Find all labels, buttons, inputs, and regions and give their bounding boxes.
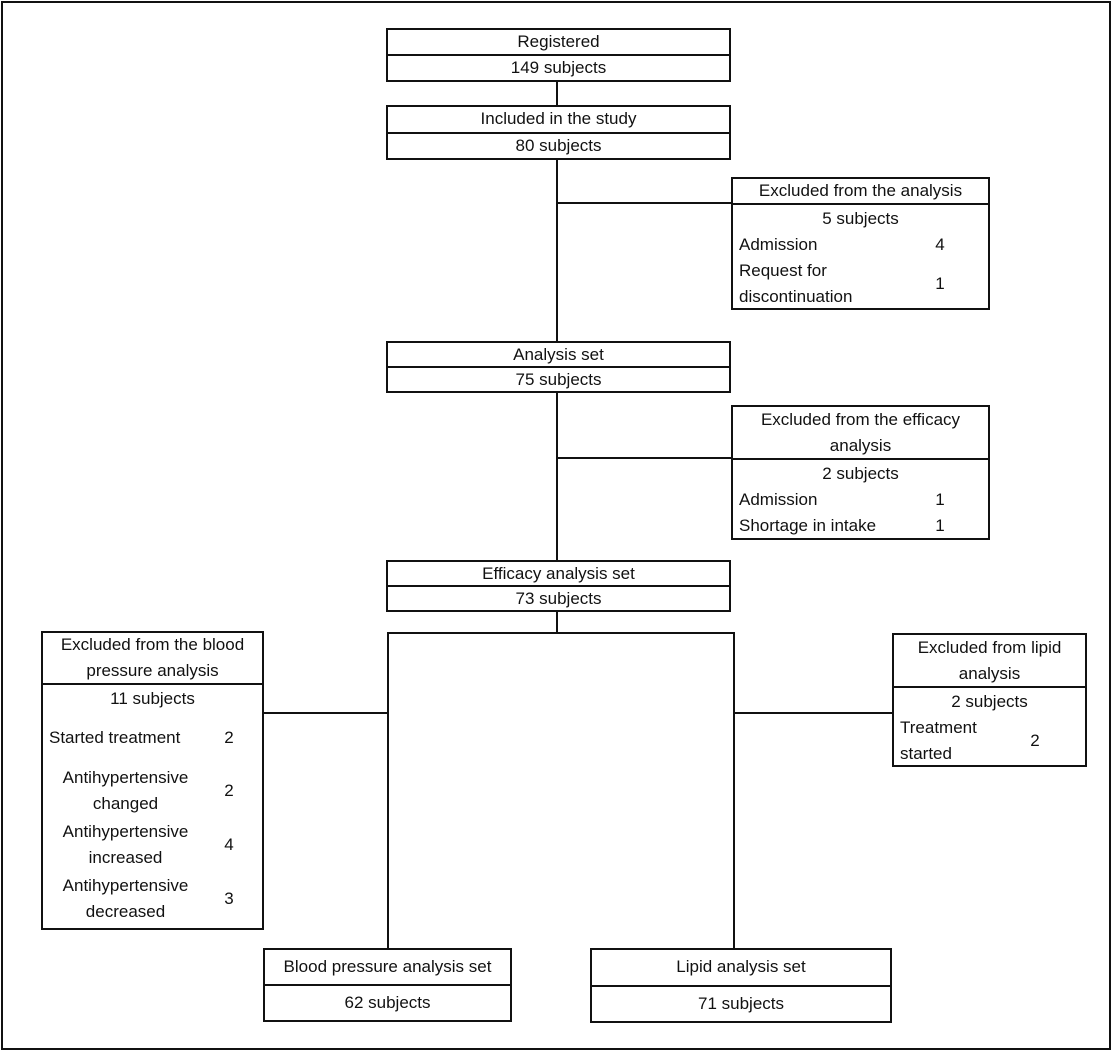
excluded-from-bp-title: Excluded from the blood pressure analysi…	[43, 633, 262, 685]
connector-stub-excluded-bp	[262, 712, 389, 714]
connector-registered-included	[556, 82, 558, 106]
reason-count: 1	[935, 274, 945, 293]
node-included-title: Included in the study	[388, 107, 729, 134]
excluded-from-analysis-total: 5 subjects	[822, 209, 899, 228]
excluded-from-analysis-title: Excluded from the analysis	[733, 179, 988, 205]
node-efficacy-set-value: 73 subjects	[515, 588, 602, 608]
connector-included-analysis	[556, 160, 558, 342]
connector-branch-right-vertical	[733, 632, 735, 948]
excluded-from-efficacy-body: 2 subjects Admission 1 Shortage in intak…	[733, 460, 988, 539]
reason-count: 1	[935, 516, 945, 535]
excluded-from-bp-body: 11 subjects Started treatment 2 Antihype…	[43, 685, 262, 928]
node-included: Included in the study 80 subjects	[386, 105, 731, 160]
excluded-from-bp-box: Excluded from the blood pressure analysi…	[41, 631, 264, 930]
exclusion-reason-row: Antihypertensive increased 4	[49, 818, 256, 872]
reason-count: 1	[935, 490, 945, 509]
exclusion-reason-row: Shortage in intake 1	[739, 513, 982, 539]
excluded-from-efficacy-total: 2 subjects	[822, 464, 899, 483]
node-registered-value: 149 subjects	[510, 58, 607, 77]
node-bp-set: Blood pressure analysis set 62 subjects	[263, 948, 512, 1022]
excluded-from-bp-total: 11 subjects	[110, 689, 195, 708]
node-analysis-set: Analysis set 75 subjects	[386, 341, 731, 393]
connector-branch-left-vertical	[387, 632, 389, 948]
node-lipid-set-value: 71 subjects	[698, 993, 784, 1013]
excluded-from-lipid-title: Excluded from lipid analysis	[894, 635, 1085, 688]
excluded-from-lipid-body: 2 subjects Treatment started 2	[894, 688, 1085, 767]
exclusion-reason-row: Admission 4	[739, 232, 982, 258]
excluded-from-efficacy-title: Excluded from the efficacy analysis	[733, 407, 988, 460]
reason-count: 2	[224, 728, 234, 747]
excluded-from-analysis-body: 5 subjects Admission 4 Request for disco…	[733, 205, 988, 310]
reason-label: Antihypertensive decreased	[62, 876, 189, 921]
exclusion-reason-row: Antihypertensive decreased 3	[49, 872, 256, 926]
reason-label: Shortage in intake	[739, 516, 877, 535]
reason-label: Admission	[739, 490, 818, 509]
connector-analysis-efficacy	[556, 392, 558, 562]
exclusion-reason-row: Admission 1	[739, 487, 982, 513]
reason-label: Request for discontinuation	[739, 261, 853, 306]
node-registered-title: Registered	[388, 30, 729, 56]
reason-label: Admission	[739, 235, 818, 254]
reason-count: 2	[224, 781, 234, 800]
connector-branch-horizontal	[387, 632, 735, 634]
reason-label: Antihypertensive increased	[62, 822, 189, 867]
node-registered: Registered 149 subjects	[386, 28, 731, 82]
reason-count: 3	[224, 889, 234, 908]
reason-label: Antihypertensive changed	[62, 768, 189, 813]
connector-stub-excluded-efficacy	[557, 457, 732, 459]
excluded-from-efficacy-box: Excluded from the efficacy analysis 2 su…	[731, 405, 990, 540]
reason-count: 4	[224, 835, 234, 854]
excluded-from-analysis-box: Excluded from the analysis 5 subjects Ad…	[731, 177, 990, 310]
exclusion-reason-row: Request for discontinuation 1	[739, 258, 982, 310]
reason-label: Treatment started	[900, 718, 977, 763]
exclusion-reason-row: Treatment started 2	[900, 715, 1079, 767]
node-included-value: 80 subjects	[515, 135, 602, 155]
exclusion-reason-row: Started treatment 2	[49, 725, 256, 751]
exclusion-reason-row: Antihypertensive changed 2	[49, 764, 256, 818]
node-bp-set-value: 62 subjects	[344, 993, 431, 1012]
connector-stub-excluded-analysis	[557, 202, 732, 204]
node-bp-set-title: Blood pressure analysis set	[265, 950, 510, 986]
reason-count: 4	[935, 235, 945, 254]
node-efficacy-set-title: Efficacy analysis set	[388, 562, 729, 587]
connector-stub-excluded-lipid	[735, 712, 894, 714]
node-analysis-set-value: 75 subjects	[515, 369, 602, 389]
reason-count: 2	[1030, 731, 1040, 750]
node-lipid-set-title: Lipid analysis set	[592, 950, 890, 987]
node-lipid-set: Lipid analysis set 71 subjects	[590, 948, 892, 1023]
node-analysis-set-title: Analysis set	[388, 343, 729, 368]
excluded-from-lipid-box: Excluded from lipid analysis 2 subjects …	[892, 633, 1087, 767]
excluded-from-lipid-total: 2 subjects	[951, 692, 1028, 711]
reason-label: Started treatment	[49, 728, 181, 747]
connector-efficacy-branch	[556, 611, 558, 634]
node-efficacy-set: Efficacy analysis set 73 subjects	[386, 560, 731, 612]
